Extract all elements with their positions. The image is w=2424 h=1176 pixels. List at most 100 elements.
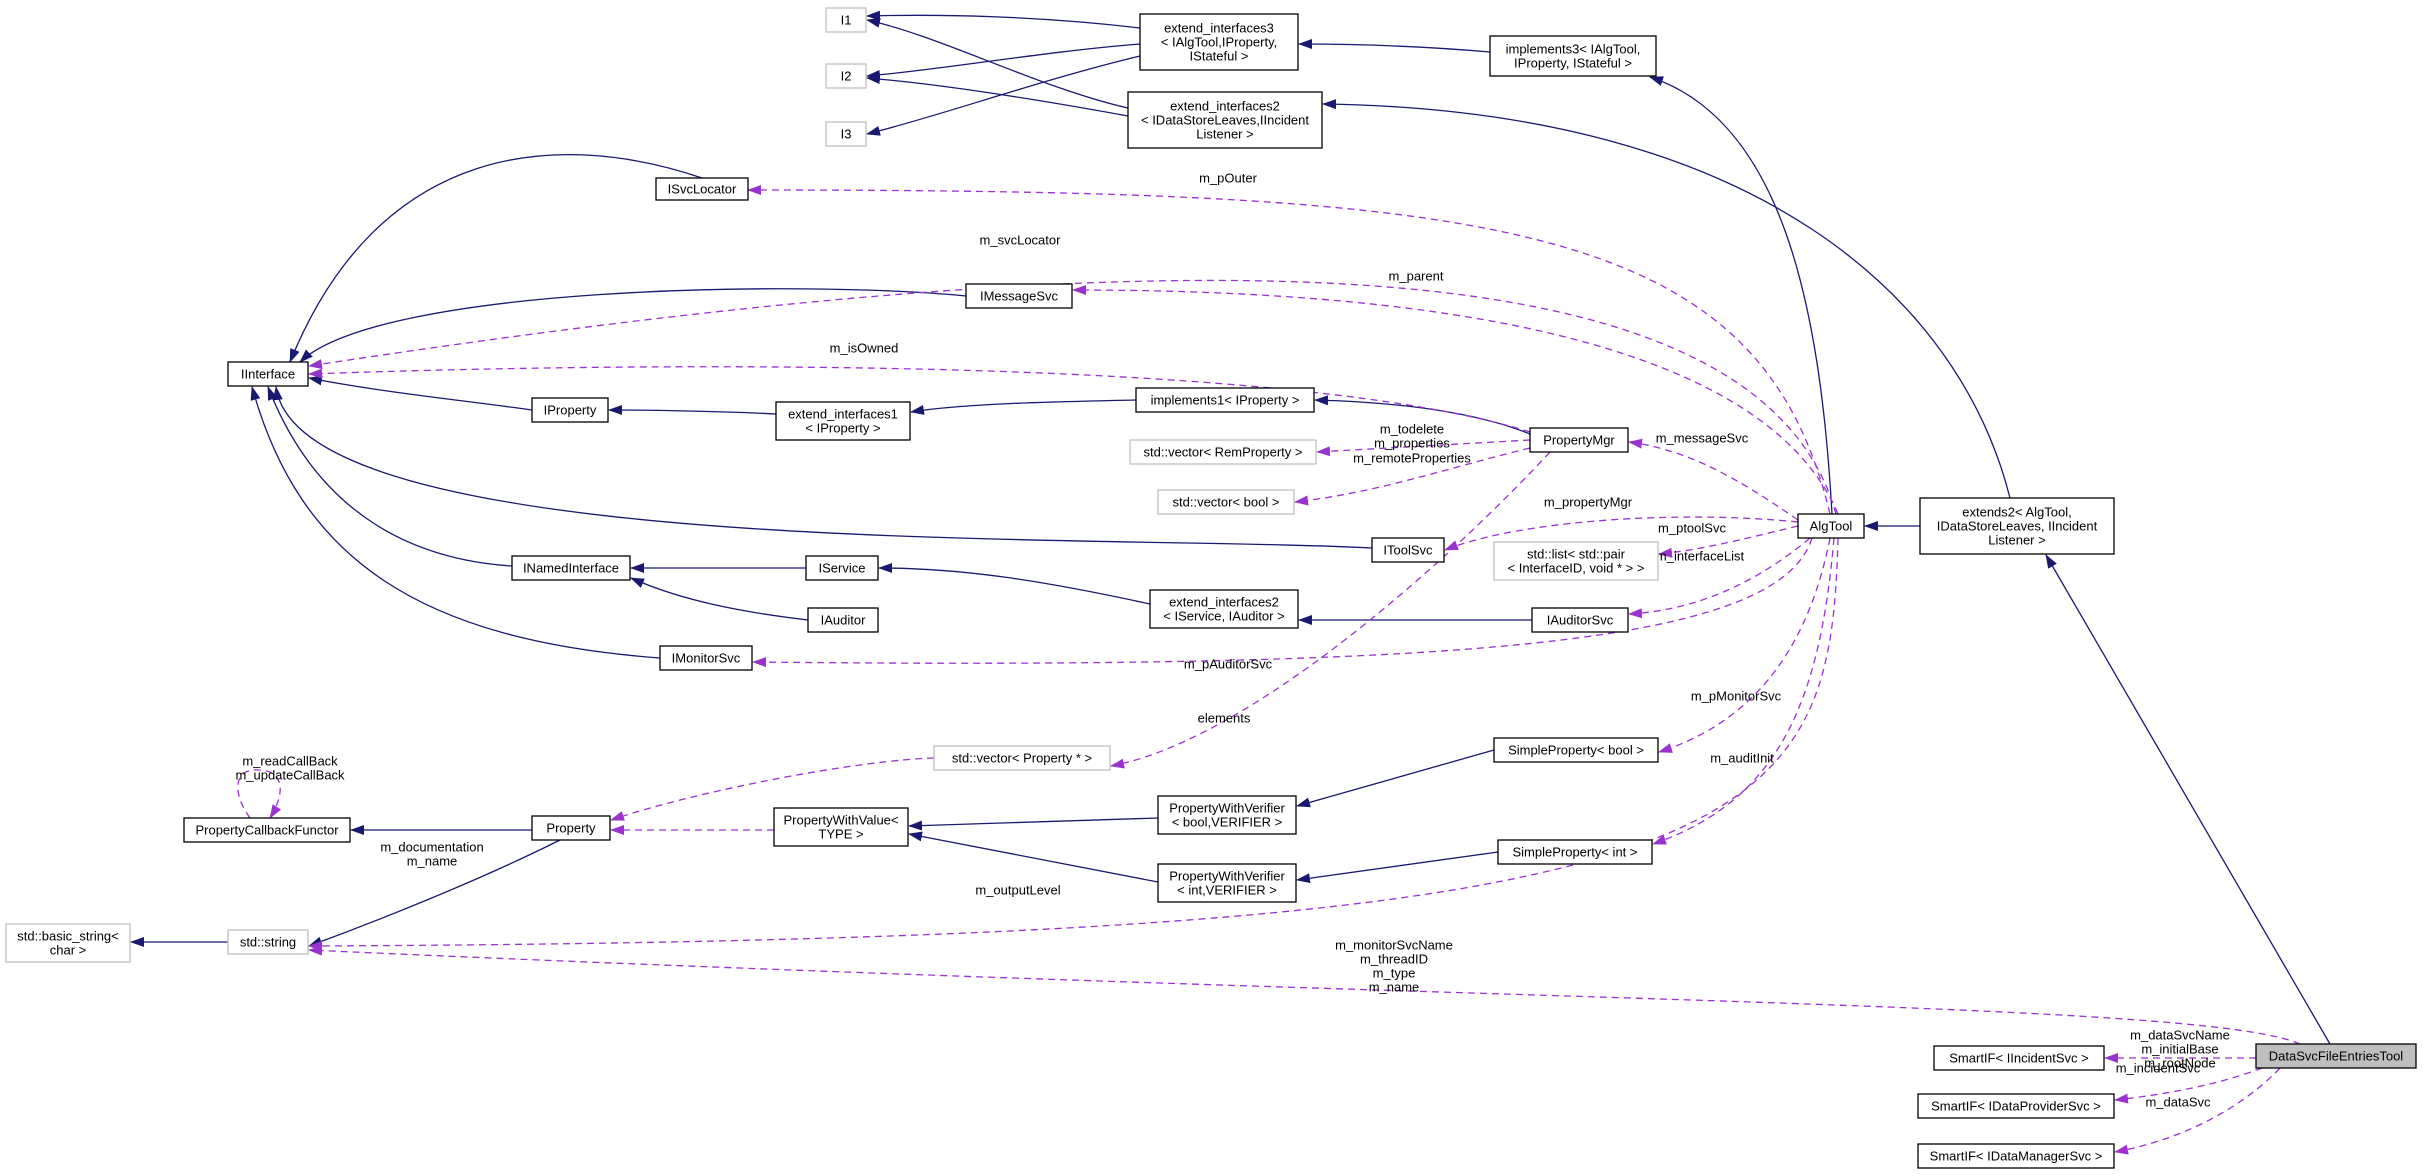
class-node-label: implements3< IAlgTool, (1506, 42, 1641, 57)
class-node-box (1157, 489, 1295, 515)
inheritance-edge-iauditor-to-inamed-interface (630, 577, 809, 621)
class-node-box (1497, 839, 1653, 865)
class-node-label: IProperty (544, 403, 597, 418)
class-node-box (825, 7, 867, 33)
class-node-implements1[interactable]: implements1< IProperty > (1135, 387, 1315, 413)
class-node-i3[interactable]: I3 (825, 121, 867, 147)
edge-label: m_pAuditorSvc (1184, 657, 1273, 672)
class-node-box (825, 63, 867, 89)
class-node-box (805, 555, 879, 581)
class-node-box (511, 555, 631, 581)
class-node-label: I2 (841, 69, 852, 84)
class-node-label: ISvcLocator (668, 182, 737, 197)
class-node-label: IMessageSvc (980, 289, 1059, 304)
class-node-extend-interfaces2-ds[interactable]: extend_interfaces2< IDataStoreLeaves,IIn… (1127, 91, 1323, 149)
class-node-simple-property-bool[interactable]: SimpleProperty< bool > (1493, 737, 1659, 763)
class-node-box (1919, 497, 2115, 555)
class-node-extend-interfaces1[interactable]: extend_interfaces1< IProperty > (775, 401, 911, 441)
inheritance-edge-extend-interfaces3-to-i2 (866, 43, 1141, 80)
class-node-property-callback-functor[interactable]: PropertyCallbackFunctor (183, 817, 351, 843)
class-node-imessage-svc[interactable]: IMessageSvc (965, 283, 1073, 309)
usage-edge-property-mgr-to-iinterface (747, 185, 1831, 515)
usage-edge-alg-tool-to-iauditor-svc (752, 537, 1813, 668)
class-node-box (1157, 863, 1297, 903)
class-node-box (531, 815, 611, 841)
class-node-label: SmartIF< IDataProviderSvc > (1931, 1099, 2101, 1114)
class-node-alg-tool[interactable]: AlgTool (1797, 513, 1865, 539)
class-node-vector-property[interactable]: std::vector< Property * > (933, 745, 1111, 771)
inheritance-edge-simple-property-bool-to-pwv-bool (1296, 851, 1499, 884)
class-node-i2[interactable]: I2 (825, 63, 867, 89)
class-node-itool-svc[interactable]: IToolSvc (1371, 537, 1445, 563)
class-node-property[interactable]: Property (531, 815, 611, 841)
class-node-iauditor-svc[interactable]: IAuditorSvc (1531, 607, 1629, 633)
edge-label: m_monitorSvcName (1335, 938, 1453, 953)
class-node-smart-if-incident[interactable]: SmartIF< IIncidentSvc > (1933, 1045, 2105, 1071)
usage-edge-alg-tool-to-isvc-locator (308, 279, 1837, 515)
edge-label: m_initialBase (2141, 1042, 2218, 1057)
class-node-label: Listener > (1988, 533, 2045, 548)
edge-label: m_threadID (1360, 952, 1428, 967)
class-node-isvc-locator[interactable]: ISvcLocator (655, 177, 749, 201)
class-node-label: IService (819, 561, 866, 576)
class-node-inamed-interface[interactable]: INamedInterface (511, 555, 631, 581)
class-node-extends2[interactable]: extends2< AlgTool,IDataStoreLeaves, IInc… (1919, 497, 2115, 555)
class-node-vector-bool[interactable]: std::vector< bool > (1157, 489, 1295, 515)
class-node-property-with-value[interactable]: PropertyWithValue<TYPE > (773, 807, 909, 847)
class-node-label: IAuditor (821, 613, 866, 628)
class-node-box (1489, 35, 1657, 77)
inheritance-edge-std-string-to-basic-string (308, 839, 561, 947)
class-node-iproperty[interactable]: IProperty (531, 397, 609, 423)
class-node-box (1933, 1045, 2105, 1071)
class-node-label: < int,VERIFIER > (1177, 883, 1277, 898)
class-node-property-mgr[interactable]: PropertyMgr (1529, 427, 1629, 453)
class-node-basic-string[interactable]: std::basic_string<char > (5, 923, 131, 963)
class-node-data-svc-file-entries-tool[interactable]: DataSvcFileEntriesTool (2255, 1043, 2417, 1069)
class-node-box (227, 361, 309, 387)
class-node-extend-interfaces2-svc[interactable]: extend_interfaces2< IService, IAuditor > (1149, 589, 1299, 629)
class-node-label: TYPE > (818, 827, 863, 842)
class-node-implements3[interactable]: implements3< IAlgTool,IProperty, IStatef… (1489, 35, 1657, 77)
edge-label: m_isOwned (830, 341, 899, 356)
class-node-label: INamedInterface (523, 561, 619, 576)
class-node-iservice[interactable]: IService (805, 555, 879, 581)
inheritance-edge-inamed-interface-to-iinterface (267, 386, 513, 567)
class-node-label: < IProperty > (805, 421, 880, 436)
class-node-list-pair[interactable]: std::list< std::pair< InterfaceID, void … (1493, 541, 1659, 581)
class-node-iinterface[interactable]: IInterface (227, 361, 309, 387)
class-node-label: implements1< IProperty > (1151, 393, 1300, 408)
edge-label: m_name (1369, 980, 1420, 995)
usage-edge-property-to-std-string (610, 757, 935, 821)
inheritance-edge-extend-interfaces3-to-i1 (866, 10, 1141, 29)
class-node-smart-if-data-provider[interactable]: SmartIF< IDataProviderSvc > (1917, 1093, 2115, 1119)
class-node-label: PropertyCallbackFunctor (195, 823, 339, 838)
class-node-box (933, 745, 1111, 771)
inheritance-edge-extend-interfaces2-svc-to-iservice (878, 563, 1151, 605)
class-node-box (965, 283, 1073, 309)
usage-edge-alg-tool-to-property-mgr (1444, 516, 1799, 551)
class-node-i1[interactable]: I1 (825, 7, 867, 33)
class-node-label: IProperty, IStateful > (1514, 56, 1632, 71)
edge-label: m_messageSvc (1656, 431, 1749, 446)
class-node-label: extends2< AlgTool, (1962, 505, 2072, 520)
usage-edge-data-svc-file-entries-tool-to-smart-if-data-provider (2114, 1067, 2281, 1155)
edge-label: m_incidentSvc (2116, 1061, 2201, 1076)
class-node-extend-interfaces3[interactable]: extend_interfaces3< IAlgTool,IProperty,I… (1139, 13, 1299, 71)
class-node-label: extend_interfaces2 (1170, 99, 1280, 114)
class-node-label: AlgTool (1810, 519, 1853, 534)
class-node-iauditor[interactable]: IAuditor (807, 607, 879, 633)
class-node-label: SimpleProperty< bool > (1508, 743, 1644, 758)
inheritance-edge-extend-interfaces2-ds-to-i1 (866, 17, 1129, 109)
edge-label: m_parent (1389, 269, 1444, 284)
class-node-std-string[interactable]: std::string (227, 929, 309, 955)
class-node-vector-rem-property[interactable]: std::vector< RemProperty > (1129, 439, 1317, 465)
class-node-label: SimpleProperty< int > (1512, 845, 1637, 860)
class-node-pwv-int[interactable]: PropertyWithVerifier< int,VERIFIER > (1157, 863, 1297, 903)
edge-label: m_name (407, 854, 458, 869)
class-node-imonitor-svc[interactable]: IMonitorSvc (659, 645, 753, 671)
class-node-pwv-bool[interactable]: PropertyWithVerifier< bool,VERIFIER > (1157, 795, 1297, 835)
class-node-simple-property-int[interactable]: SimpleProperty< int > (1497, 839, 1653, 865)
class-node-smart-if-data-mgr[interactable]: SmartIF< IDataManagerSvc > (1917, 1143, 2115, 1169)
usage-edge-data-svc-file-entries-tool-to-smart-if-incident (2114, 1067, 2263, 1104)
usage-edge-alg-tool-to-std-string (308, 945, 2301, 1045)
